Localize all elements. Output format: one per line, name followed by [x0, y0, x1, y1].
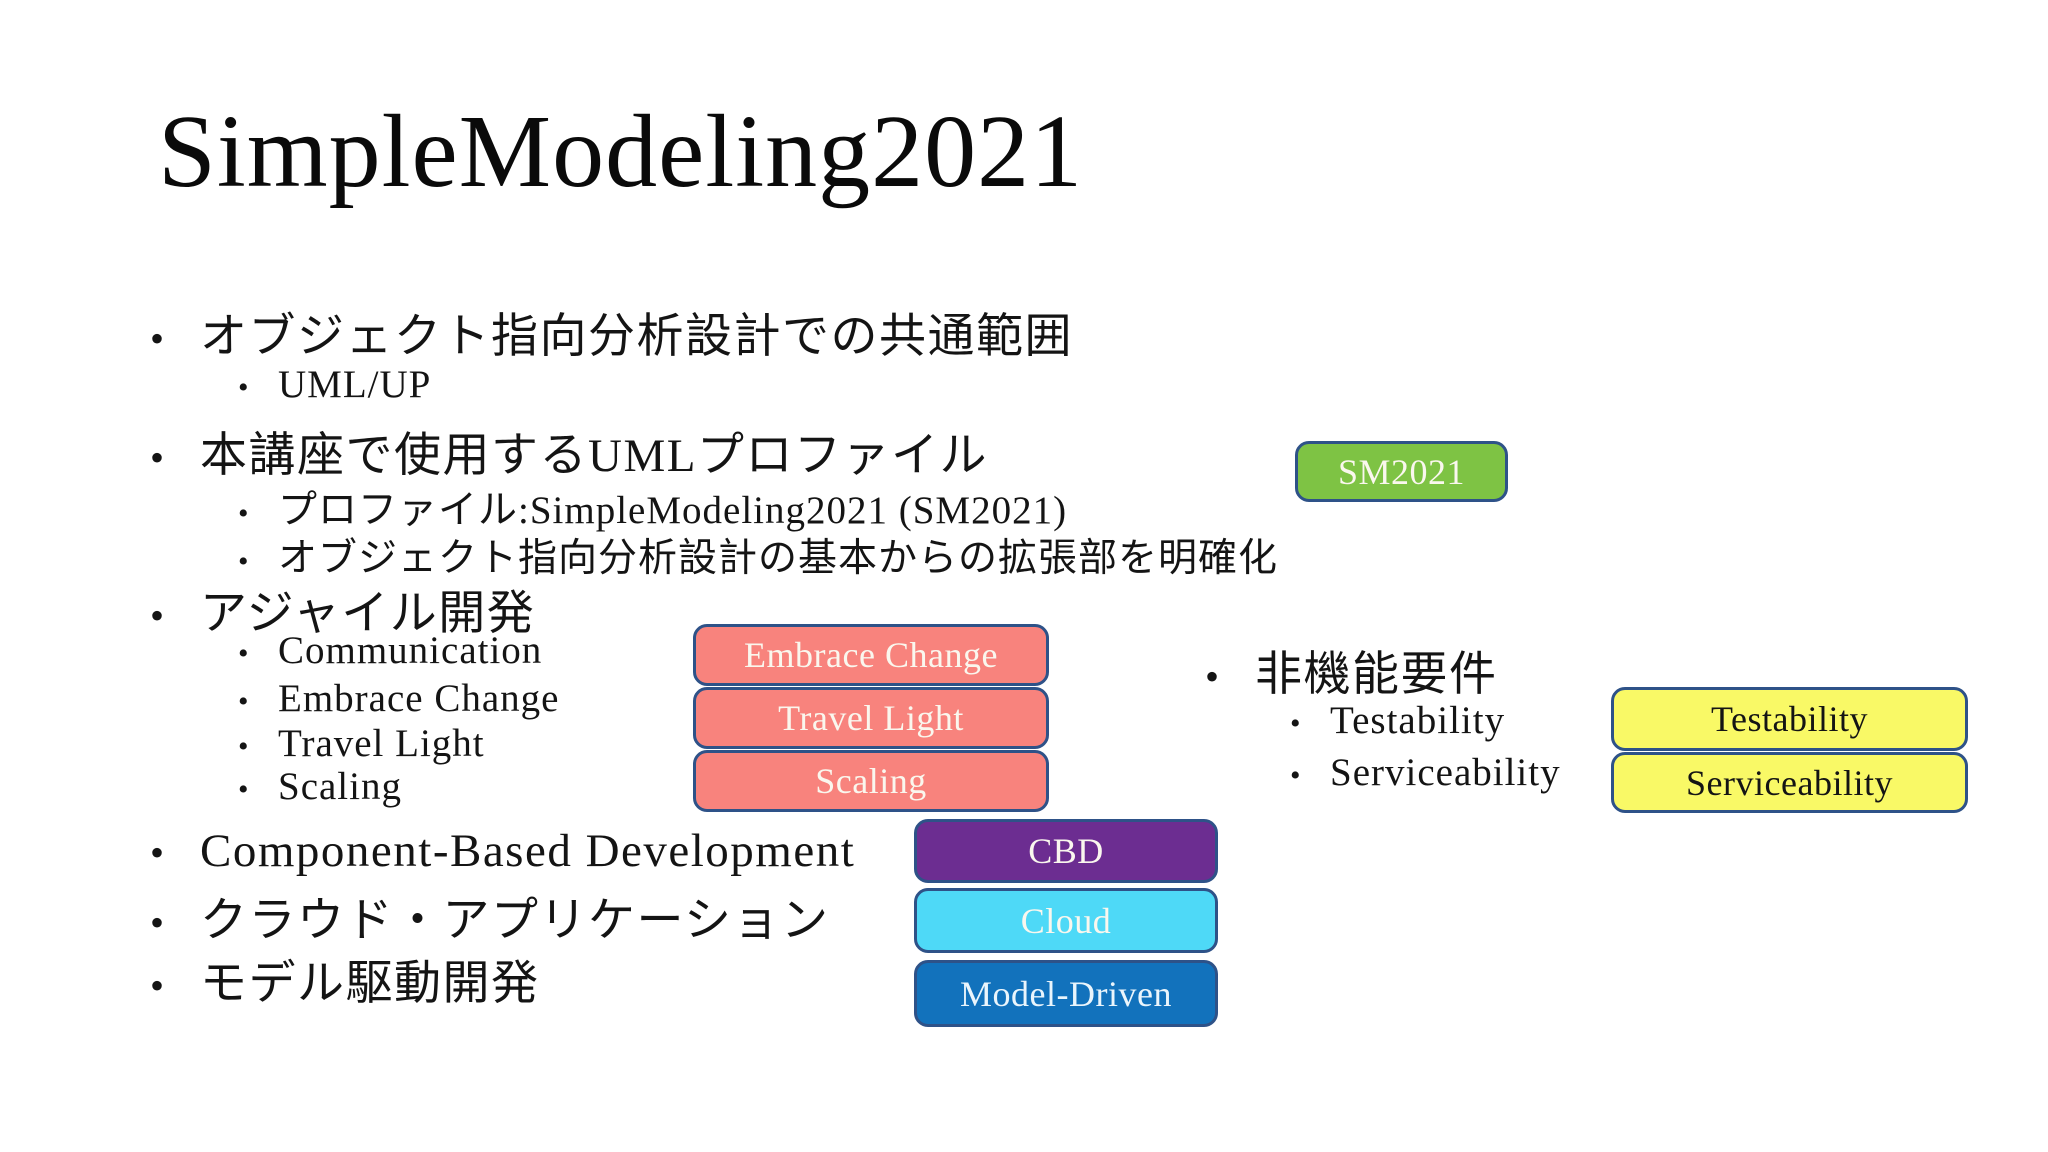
- bullet-icon: •: [150, 316, 166, 361]
- badge-travel-light: Travel Light: [693, 687, 1049, 749]
- bullet-icon: •: [150, 435, 166, 480]
- bullet-item-extension-clarify: • オブジェクト指向分析設計の基本からの拡張部を明確化: [238, 527, 1278, 583]
- bullet-text: クラウド・アプリケーション: [200, 895, 830, 947]
- bullet-item-testability: • Testability: [1290, 698, 1505, 743]
- bullet-icon: •: [238, 773, 250, 806]
- bullet-icon: •: [238, 545, 250, 578]
- bullet-text: 非機能要件: [1255, 649, 1498, 701]
- slide-title: SimpleModeling2021: [158, 94, 1084, 209]
- bullet-item-agile: • アジャイル開発: [150, 574, 535, 643]
- bullet-text: 本講座で使用するUMLプロファイル: [200, 430, 988, 482]
- bullet-item-uml-profile: • 本講座で使用するUMLプロファイル: [150, 416, 988, 485]
- bullet-item-travel-light: • Travel Light: [238, 721, 485, 766]
- bullet-text: Serviceability: [1330, 751, 1561, 794]
- bullet-text: Component-Based Development: [200, 825, 856, 877]
- bullet-item-cloud-application: • クラウド・アプリケーション: [150, 881, 830, 950]
- badge-cloud: Cloud: [914, 888, 1218, 953]
- bullet-text: モデル駆動開発: [200, 958, 540, 1010]
- bullet-text: Travel Light: [278, 722, 485, 765]
- bullet-icon: •: [238, 371, 250, 404]
- badge-embrace-change: Embrace Change: [693, 624, 1049, 686]
- badge-sm2021: SM2021: [1295, 441, 1508, 502]
- badge-testability: Testability: [1611, 687, 1968, 751]
- bullet-icon: •: [1205, 654, 1221, 699]
- bullet-item-model-driven-dev: • モデル駆動開発: [150, 944, 540, 1013]
- bullet-icon: •: [1290, 759, 1302, 792]
- bullet-text: アジャイル開発: [200, 588, 536, 640]
- bullet-text: オブジェクト指向分析設計の基本からの拡張部を明確化: [278, 537, 1279, 580]
- bullet-item-embrace-change: • Embrace Change: [238, 676, 559, 721]
- badge-serviceability: Serviceability: [1611, 752, 1968, 813]
- bullet-text: UML/UP: [278, 363, 432, 406]
- bullet-icon: •: [150, 593, 166, 638]
- bullet-text: Scaling: [278, 765, 402, 808]
- bullet-item-nonfunctional: • 非機能要件: [1205, 635, 1498, 704]
- bullet-item-scaling: • Scaling: [238, 764, 402, 809]
- badge-model-driven: Model-Driven: [914, 960, 1218, 1027]
- bullet-text: Embrace Change: [278, 677, 560, 720]
- bullet-icon: •: [238, 685, 250, 718]
- bullet-icon: •: [1290, 707, 1302, 740]
- bullet-icon: •: [150, 830, 166, 875]
- bullet-icon: •: [150, 900, 166, 945]
- bullet-item-common-scope: • オブジェクト指向分析設計での共通範囲: [150, 297, 1073, 366]
- bullet-icon: •: [238, 730, 250, 763]
- badge-scaling: Scaling: [693, 750, 1049, 812]
- badge-cbd: CBD: [914, 819, 1218, 883]
- bullet-item-profile-sm2021: • プロファイル:SimpleModeling2021 (SM2021): [238, 479, 1067, 535]
- bullet-item-serviceability: • Serviceability: [1290, 750, 1561, 795]
- bullet-icon: •: [238, 497, 250, 530]
- bullet-text: Communication: [278, 629, 543, 672]
- bullet-text: オブジェクト指向分析設計での共通範囲: [200, 311, 1073, 363]
- bullet-item-cbd: • Component-Based Development: [150, 824, 855, 878]
- bullet-text: プロファイル:SimpleModeling2021 (SM2021): [278, 489, 1068, 532]
- bullet-item-communication: • Communication: [238, 628, 542, 673]
- bullet-item-uml-up: • UML/UP: [238, 362, 431, 407]
- bullet-text: Testability: [1330, 699, 1506, 742]
- bullet-icon: •: [150, 963, 166, 1008]
- bullet-icon: •: [238, 637, 250, 670]
